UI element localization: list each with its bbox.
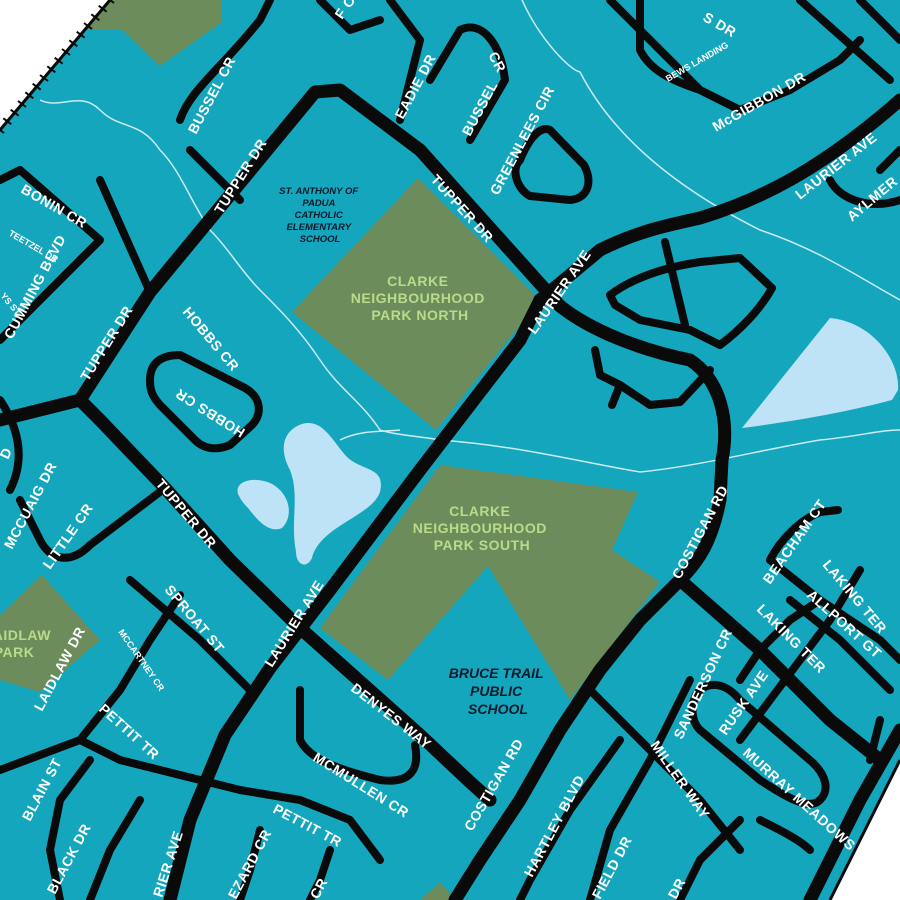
park-area-bottom bbox=[420, 882, 455, 900]
border-tick bbox=[32, 82, 42, 91]
park-area-top bbox=[78, 0, 222, 66]
border-tick bbox=[17, 100, 27, 108]
pond-west bbox=[283, 422, 381, 565]
school-label-bruce-trail: BRUCE TRAIL PUBLIC SCHOOL bbox=[449, 665, 548, 717]
park-area-north bbox=[292, 178, 540, 430]
border-tick bbox=[98, 4, 108, 13]
map-border-ticks bbox=[0, 0, 115, 134]
border-tick bbox=[68, 39, 78, 48]
border-tick bbox=[76, 30, 86, 39]
border-tick bbox=[2, 117, 12, 126]
border-tick bbox=[46, 65, 56, 74]
pond-east bbox=[742, 318, 899, 428]
border-tick bbox=[61, 48, 71, 56]
map-border bbox=[0, 0, 112, 131]
creek-branch bbox=[339, 429, 401, 441]
map-border-se bbox=[828, 759, 900, 900]
park-label-south: CLARKE NEIGHBOURHOOD PARK SOUTH bbox=[413, 503, 551, 553]
pond-west-small bbox=[237, 479, 289, 530]
border-tick bbox=[108, 0, 115, 4]
park-label-north: CLARKE NEIGHBOURHOOD PARK NORTH bbox=[351, 273, 489, 323]
border-tick bbox=[90, 13, 100, 22]
park-area-south bbox=[320, 465, 660, 700]
park-area-laidlaw bbox=[0, 575, 100, 692]
border-tick bbox=[10, 108, 20, 117]
border-tick bbox=[83, 22, 93, 30]
park-label-laidlaw: AIDLAW PARK bbox=[0, 627, 55, 660]
border-tick bbox=[0, 128, 5, 134]
border-tick bbox=[54, 56, 64, 65]
border-tick bbox=[39, 74, 49, 82]
border-tick bbox=[24, 91, 34, 100]
creek-north bbox=[521, 0, 900, 301]
school-label-st-anthony: ST. ANTHONY OF PADUA CATHOLIC ELEMENTARY… bbox=[279, 186, 361, 245]
